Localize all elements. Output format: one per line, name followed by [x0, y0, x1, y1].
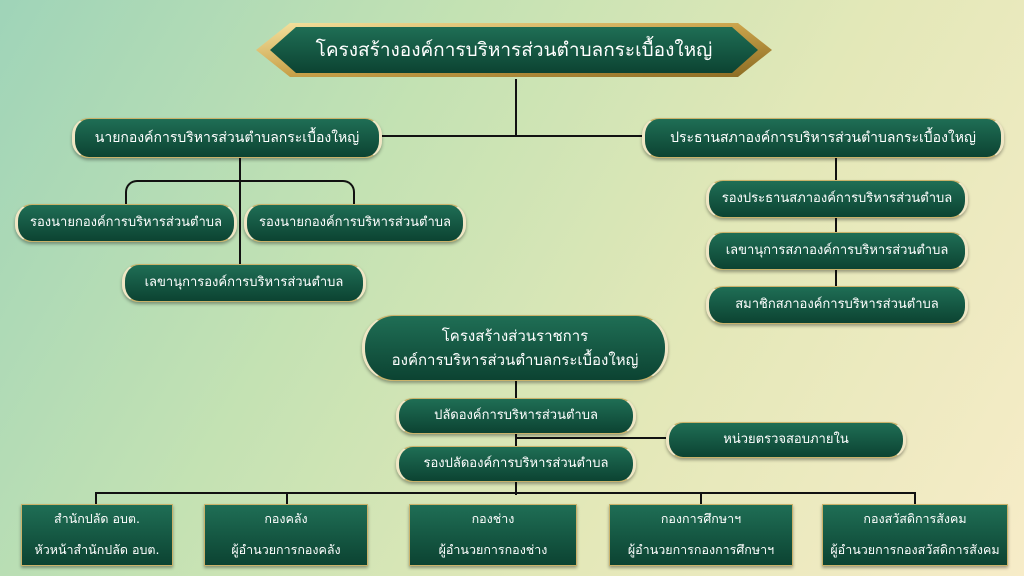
civil-structure-line1: โครงสร้างส่วนราชการ: [441, 327, 589, 345]
department-box: กองช่าง ผู้อำนวยการกองช่าง: [409, 504, 577, 566]
department-name: กองการศึกษาฯ: [660, 511, 742, 527]
department-head: ผู้อำนวยการกองช่าง: [438, 542, 548, 557]
council-vice-president-box: รองประธานสภาองค์การบริหารส่วนตำบล: [706, 180, 968, 218]
council-member-box: สมาชิกสภาองค์การบริหารส่วนตำบล: [706, 286, 968, 324]
council-president-box: ประธานสภาองค์การบริหารส่วนตำบลกระเบื้องใ…: [642, 118, 1004, 158]
connector-dept-1: [95, 492, 97, 504]
connector-departments-horizontal: [95, 492, 915, 494]
department-head: ผู้อำนวยการกองคลัง: [231, 542, 341, 557]
mayor-secretary-box: เลขานุการองค์การบริหารส่วนตำบล: [122, 264, 366, 302]
chief-admin-box: ปลัดองค์การบริหารส่วนตำบล: [396, 398, 636, 434]
title-banner: โครงสร้างองค์การบริหารส่วนตำบลกระเบื้องใ…: [256, 21, 772, 79]
department-box: กองการศึกษาฯ ผู้อำนวยการกองการศึกษาฯ: [609, 504, 793, 566]
council-secretary-box: เลขานุการสภาองค์การบริหารส่วนตำบล: [706, 232, 968, 270]
title-banner-shape: [256, 23, 772, 77]
civil-structure-line2: องค์การบริหารส่วนตำบลกระเบื้องใหญ่: [391, 351, 639, 369]
department-box: กองสวัสดิการสังคม ผู้อำนวยการกองสวัสดิกา…: [822, 504, 1008, 566]
mayor-box: นายกองค์การบริหารส่วนตำบลกระเบื้องใหญ่: [72, 118, 382, 158]
connector-mayor-down: [239, 158, 241, 290]
connector-deputy-bracket: [125, 180, 355, 204]
connector-dept-5: [914, 492, 916, 504]
deputy-chief-admin-box: รองปลัดองค์การบริหารส่วนตำบล: [396, 446, 636, 482]
department-name: กองสวัสดิการสังคม: [863, 511, 967, 527]
deputy-mayor-2-box: รองนายกองค์การบริหารส่วนตำบล: [244, 204, 466, 242]
connector-top-horizontal: [382, 135, 642, 137]
department-name: กองคลัง: [264, 511, 308, 527]
department-box: สำนักปลัด อบต. หัวหน้าสำนักปลัด อบต.: [21, 504, 173, 566]
deputy-mayor-1-box: รองนายกองค์การบริหารส่วนตำบล: [15, 204, 237, 242]
department-head: ผู้อำนวยการกองสวัสดิการสังคม: [830, 542, 1000, 557]
department-box: กองคลัง ผู้อำนวยการกองคลัง: [204, 504, 368, 566]
department-name: กองช่าง: [471, 511, 515, 527]
page-title: โครงสร้างองค์การบริหารส่วนตำบลกระเบื้องใ…: [315, 39, 713, 61]
connector-title-down: [515, 79, 517, 136]
department-head: ผู้อำนวยการกองการศึกษาฯ: [627, 542, 775, 557]
connector-dept-2: [286, 492, 288, 504]
department-head: หัวหน้าสำนักปลัด อบต.: [34, 542, 160, 557]
civil-structure-box: โครงสร้างส่วนราชการ องค์การบริหารส่วนตำบ…: [362, 315, 668, 381]
department-name: สำนักปลัด อบต.: [54, 511, 140, 527]
connector-dept-4: [700, 492, 702, 504]
connector-audit: [516, 437, 666, 439]
internal-audit-box: หน่วยตรวจสอบภายใน: [666, 422, 906, 458]
